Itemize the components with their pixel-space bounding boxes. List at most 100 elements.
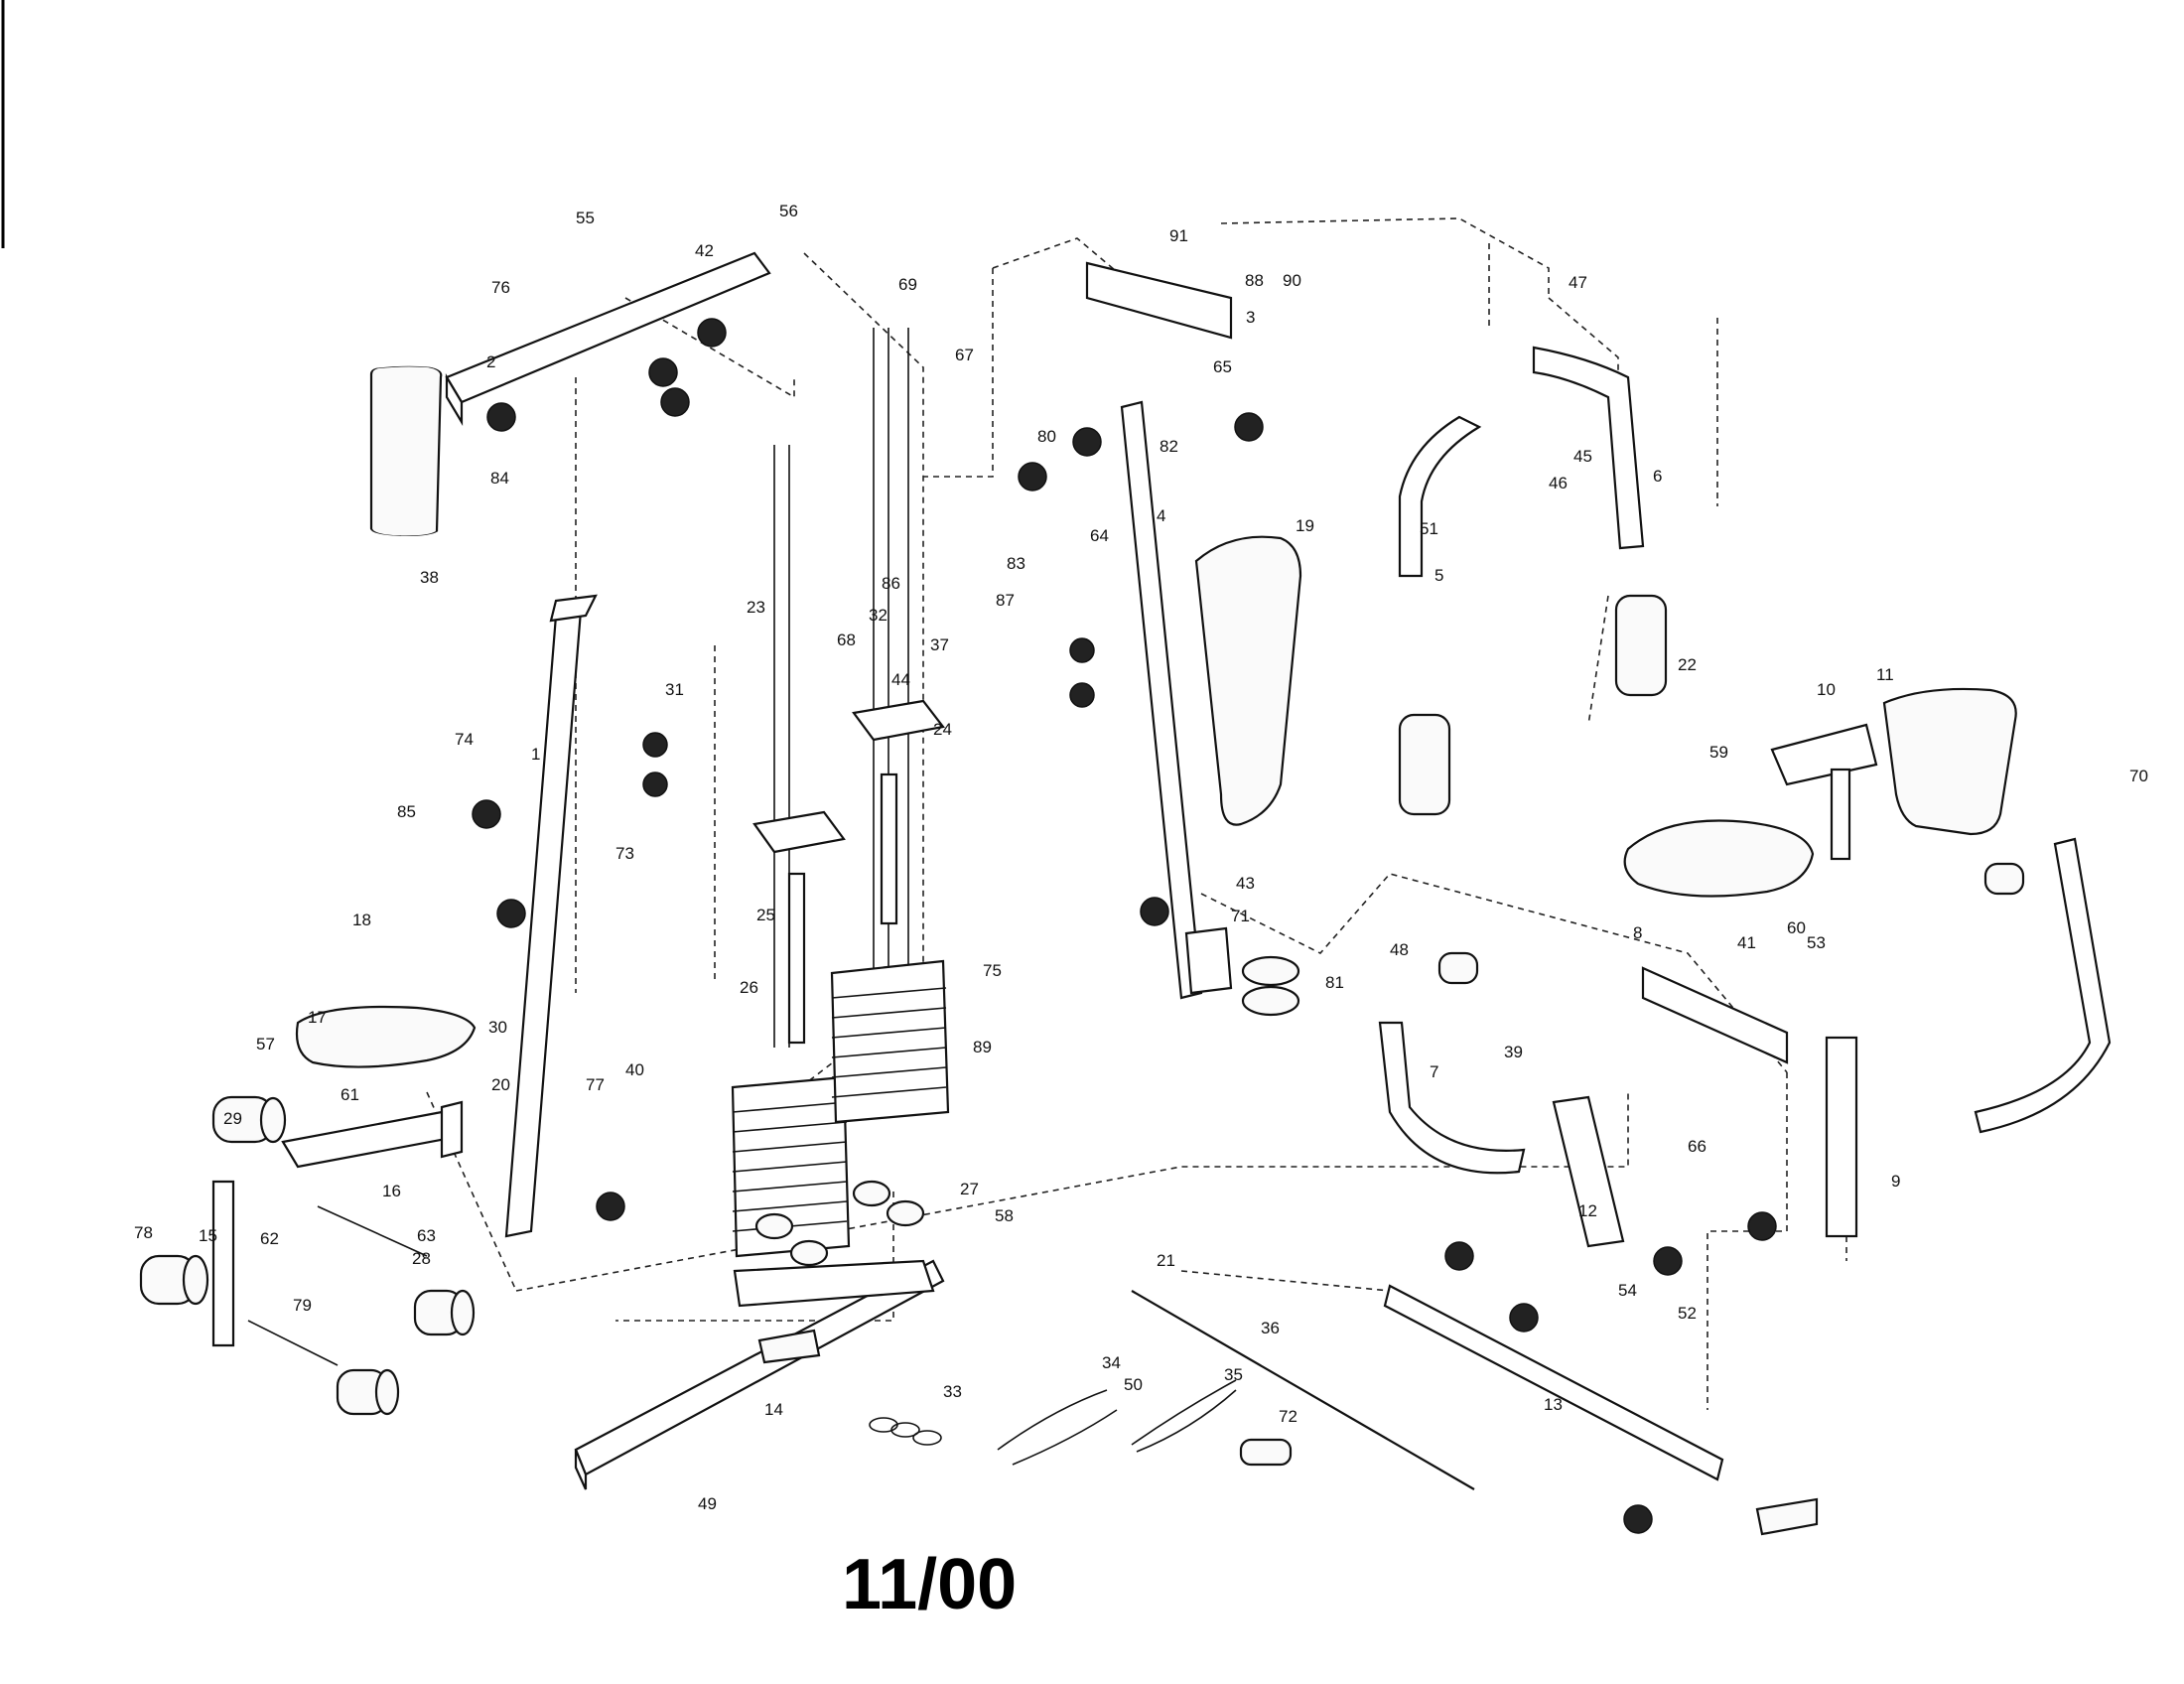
part-number-40: 40 — [625, 1060, 644, 1079]
part-number-41: 41 — [1737, 933, 1756, 952]
part-number-61: 61 — [341, 1085, 359, 1104]
part-number-80: 80 — [1037, 427, 1056, 446]
part-number-63: 63 — [417, 1226, 436, 1245]
part-number-7: 7 — [1430, 1062, 1438, 1081]
part-number-49: 49 — [698, 1494, 717, 1513]
part-number-86: 86 — [882, 574, 900, 593]
part-number-38: 38 — [420, 568, 439, 587]
part-number-3: 3 — [1246, 308, 1255, 327]
part-number-72: 72 — [1279, 1407, 1297, 1426]
left-seat-pad-17 — [295, 1005, 477, 1068]
part-number-70: 70 — [2129, 767, 2148, 785]
part-number-54: 54 — [1618, 1281, 1637, 1300]
part-number-10: 10 — [1817, 680, 1836, 699]
left-tower-frame — [211, 251, 945, 1490]
part-number-46: 46 — [1549, 474, 1568, 492]
part-number-1: 1 — [531, 745, 540, 764]
part-number-2: 2 — [486, 352, 495, 371]
part-number-47: 47 — [1569, 273, 1587, 292]
part-number-44: 44 — [891, 670, 910, 689]
press-arms — [1398, 346, 1668, 816]
part-number-55: 55 — [576, 209, 595, 227]
part-number-16: 16 — [382, 1182, 401, 1200]
part-number-78: 78 — [134, 1223, 153, 1242]
part-number-39: 39 — [1504, 1043, 1523, 1061]
part-number-76: 76 — [491, 278, 510, 297]
right-bench — [1378, 687, 2112, 1248]
part-number-57: 57 — [256, 1035, 275, 1053]
part-number-79: 79 — [293, 1296, 312, 1315]
part-number-23: 23 — [747, 598, 765, 617]
part-number-28: 28 — [412, 1249, 431, 1268]
part-number-51: 51 — [1420, 519, 1438, 538]
part-number-22: 22 — [1678, 655, 1697, 674]
right-base-13 — [1383, 1284, 1819, 1536]
part-number-37: 37 — [930, 635, 949, 654]
weight-plates-upper — [830, 959, 950, 1124]
assembly-guide-lines — [426, 217, 1847, 1410]
part-number-31: 31 — [665, 680, 684, 699]
part-number-19: 19 — [1296, 516, 1314, 535]
part-number-24: 24 — [933, 720, 952, 739]
part-number-59: 59 — [1709, 743, 1728, 762]
part-number-73: 73 — [615, 844, 634, 863]
back-pad-19 — [1194, 535, 1302, 826]
part-number-69: 69 — [898, 275, 917, 294]
part-number-21: 21 — [1157, 1251, 1175, 1270]
part-number-56: 56 — [779, 202, 798, 220]
part-number-48: 48 — [1390, 940, 1409, 959]
part-number-11: 11 — [1876, 665, 1894, 684]
part-number-91: 91 — [1169, 226, 1188, 245]
part-number-85: 85 — [397, 802, 416, 821]
part-number-20: 20 — [491, 1075, 510, 1094]
part-number-81: 81 — [1325, 973, 1344, 992]
part-number-18: 18 — [352, 911, 371, 929]
part-number-32: 32 — [869, 606, 887, 625]
part-number-82: 82 — [1160, 437, 1178, 456]
part-number-83: 83 — [1007, 554, 1025, 573]
part-number-26: 26 — [740, 978, 758, 997]
part-number-9: 9 — [1891, 1172, 1900, 1191]
part-number-62: 62 — [260, 1229, 279, 1248]
part-number-30: 30 — [488, 1018, 507, 1037]
part-number-27: 27 — [960, 1180, 979, 1198]
weight-stack-assembly — [731, 328, 950, 1267]
back-cushion-18 — [369, 365, 443, 537]
part-number-17: 17 — [308, 1008, 327, 1027]
part-number-25: 25 — [756, 906, 775, 924]
part-number-88: 88 — [1245, 271, 1264, 290]
right-tower-frame — [1085, 261, 1302, 1017]
part-number-13: 13 — [1544, 1395, 1563, 1414]
left-rollers — [139, 1095, 476, 1416]
part-number-58: 58 — [995, 1206, 1014, 1225]
part-number-64: 64 — [1090, 526, 1109, 545]
part-number-67: 67 — [955, 346, 974, 364]
part-number-29: 29 — [223, 1109, 242, 1128]
part-number-34: 34 — [1102, 1353, 1121, 1372]
part-number-77: 77 — [586, 1075, 605, 1094]
part-number-71: 71 — [1231, 907, 1250, 925]
part-number-74: 74 — [455, 730, 474, 749]
weight-plates-lower — [731, 1075, 851, 1258]
part-number-43: 43 — [1236, 874, 1255, 893]
part-number-33: 33 — [943, 1382, 962, 1401]
part-number-50: 50 — [1124, 1375, 1143, 1394]
part-number-8: 8 — [1633, 923, 1642, 942]
part-number-5: 5 — [1434, 566, 1443, 585]
part-number-35: 35 — [1224, 1365, 1243, 1384]
preacher-pad-11 — [1882, 687, 2017, 836]
part-number-87: 87 — [996, 591, 1015, 610]
part-number-42: 42 — [695, 241, 714, 260]
part-number-15: 15 — [199, 1226, 217, 1245]
part-number-53: 53 — [1807, 933, 1826, 952]
part-number-52: 52 — [1678, 1304, 1697, 1323]
part-number-75: 75 — [983, 961, 1002, 980]
part-number-84: 84 — [490, 469, 509, 488]
part-number-68: 68 — [837, 631, 856, 649]
part-number-14: 14 — [764, 1400, 783, 1419]
part-number-60: 60 — [1787, 918, 1806, 937]
part-number-36: 36 — [1261, 1319, 1280, 1337]
part-number-45: 45 — [1573, 447, 1592, 466]
part-callouts: 1234567891011121314151617181920212223242… — [134, 202, 2148, 1513]
